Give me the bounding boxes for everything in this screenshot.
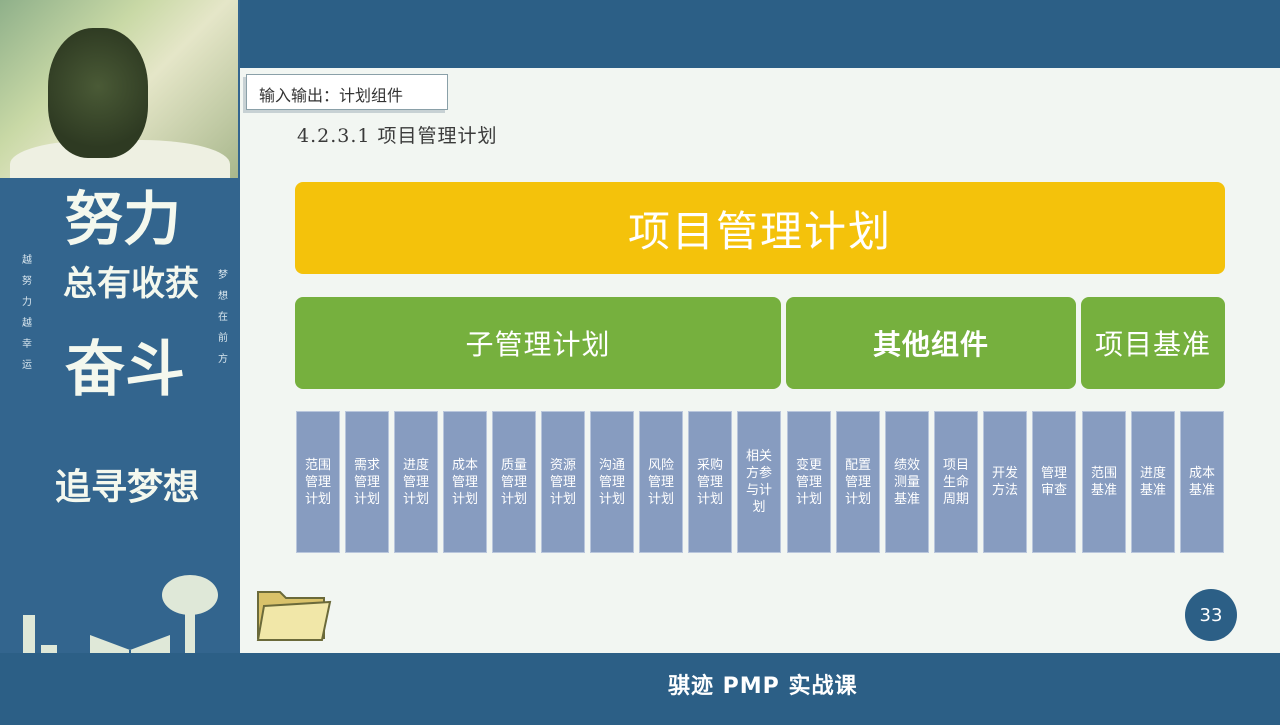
sub-plans-bar: 子管理计划 — [295, 297, 781, 389]
cell-label: 绩效测量基准 — [893, 457, 920, 507]
footer-bar: 骐迹 PMP 实战课 — [0, 653, 1280, 720]
cell-label: 变更管理计划 — [795, 457, 822, 507]
cell-label: 进度管理计划 — [402, 457, 429, 507]
cell-label: 开发方法 — [991, 466, 1018, 498]
cell-schedule-plan: 进度管理计划 — [394, 411, 438, 553]
poster-line2: 总有收获 — [63, 264, 199, 304]
baselines-bar: 项目基准 — [1081, 297, 1225, 389]
project-management-plan-bar: 项目管理计划 — [295, 182, 1225, 274]
cell-label: 沟通管理计划 — [598, 457, 625, 507]
page-number-badge: 33 — [1185, 589, 1237, 641]
cell-label: 需求管理计划 — [353, 457, 380, 507]
cell-label: 质量管理计划 — [500, 457, 527, 507]
poster-column-right: 梦想在前方 — [218, 270, 228, 365]
cell-label: 资源管理计划 — [549, 457, 576, 507]
presenter-webcam — [0, 0, 238, 178]
section-title: 4.2.3.1 项目管理计划 — [297, 125, 498, 147]
cell-quality-plan: 质量管理计划 — [492, 411, 536, 553]
webcam-head — [48, 28, 148, 158]
cell-label: 配置管理计划 — [844, 457, 871, 507]
folder-icon — [256, 591, 332, 641]
cell-cost-baseline: 成本基准 — [1180, 411, 1224, 553]
motivational-poster: 努力 总有收获 奋斗 追寻梦想 越努力越幸运 梦想在前方 — [15, 185, 228, 725]
other-components-bar: 其他组件 — [786, 297, 1076, 389]
footer-course-title: 骐迹 PMP 实战课 — [668, 674, 858, 699]
cell-label: 采购管理计划 — [696, 457, 723, 507]
cell-label: 风险管理计划 — [647, 457, 674, 507]
cell-life-cycle: 项目生命周期 — [934, 411, 978, 553]
poster-line3: 奋斗 — [65, 335, 185, 405]
cell-label: 范围管理计划 — [304, 457, 331, 507]
cell-label: 进度基准 — [1139, 466, 1166, 498]
cell-label: 项目生命周期 — [942, 457, 969, 507]
cell-label: 成本基准 — [1188, 466, 1215, 498]
cell-label: 管理审查 — [1040, 466, 1067, 498]
cell-performance-baseline: 绩效测量基准 — [885, 411, 929, 553]
cell-label: 成本管理计划 — [451, 457, 478, 507]
cell-scope-plan: 范围管理计划 — [296, 411, 340, 553]
cell-risk-plan: 风险管理计划 — [639, 411, 683, 553]
cell-configuration-plan: 配置管理计划 — [836, 411, 880, 553]
cell-communications-plan: 沟通管理计划 — [590, 411, 634, 553]
cell-resource-plan: 资源管理计划 — [541, 411, 585, 553]
cell-label: 范围基准 — [1090, 466, 1117, 498]
poster-column-left: 越努力越幸运 — [22, 255, 32, 371]
cell-development-approach: 开发方法 — [983, 411, 1027, 553]
cell-change-plan: 变更管理计划 — [787, 411, 831, 553]
cell-schedule-baseline: 进度基准 — [1131, 411, 1175, 553]
cell-cost-plan: 成本管理计划 — [443, 411, 487, 553]
cell-label: 相关方参与计划 — [745, 449, 772, 515]
cell-procurement-plan: 采购管理计划 — [688, 411, 732, 553]
cell-scope-baseline: 范围基准 — [1082, 411, 1126, 553]
poster-line4: 追寻梦想 — [55, 467, 200, 508]
cell-requirements-plan: 需求管理计划 — [345, 411, 389, 553]
left-decor-panel: 努力 总有收获 奋斗 追寻梦想 越努力越幸运 梦想在前方 — [0, 0, 240, 720]
cell-stakeholder-plan: 相关方参与计划 — [737, 411, 781, 553]
section-tag: 输入输出：计划组件 — [246, 74, 448, 110]
section-tag-label: 输入输出：计划组件 — [259, 86, 404, 105]
poster-line1: 努力 — [65, 185, 182, 253]
cell-management-reviews: 管理审查 — [1032, 411, 1076, 553]
